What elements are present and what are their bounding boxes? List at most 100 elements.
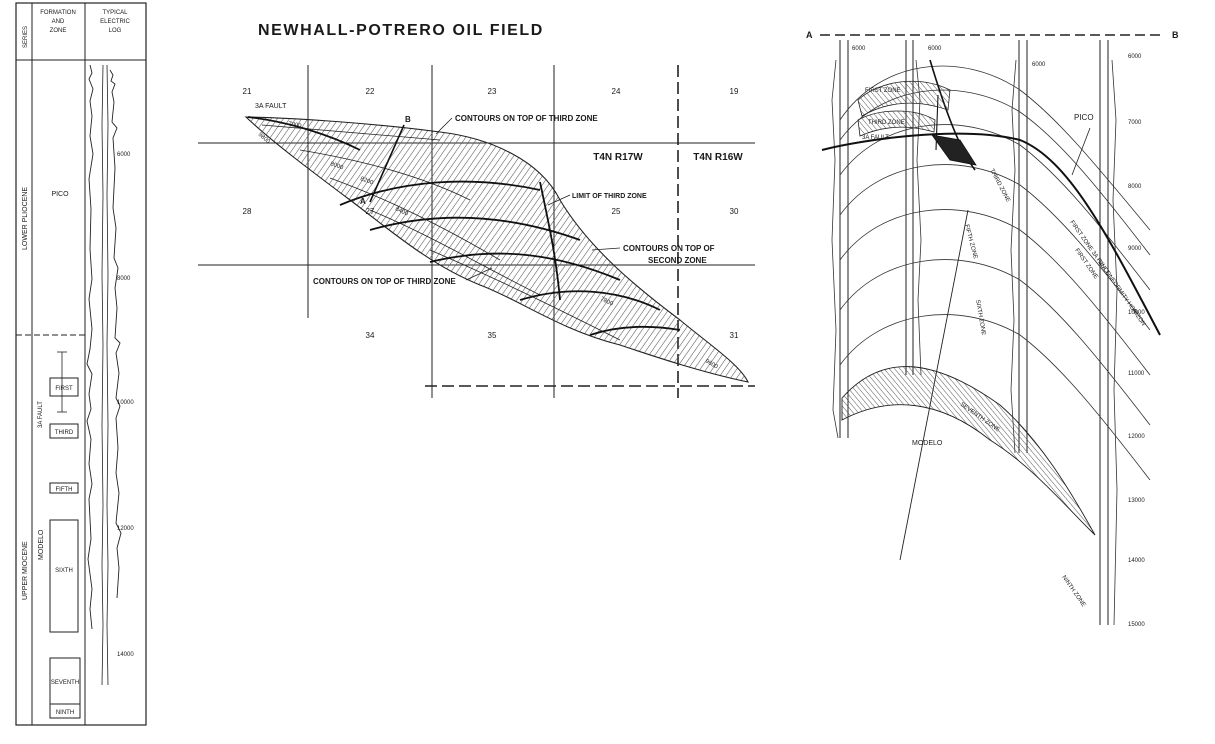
- oil-field-area: [244, 116, 749, 383]
- zone-ninth: NINTH: [56, 710, 74, 716]
- section-end-b: B: [1172, 30, 1179, 40]
- zone-fault: 3A FAULT: [38, 401, 44, 428]
- section-depth-label: 7000: [1128, 120, 1142, 126]
- contour-value: 7800: [599, 296, 614, 307]
- contour-value: 8200: [359, 176, 374, 186]
- contour-line: [261, 124, 441, 141]
- fault-trace: [519, 290, 661, 311]
- section-number: 24: [612, 87, 621, 96]
- section-number: 31: [730, 331, 739, 340]
- map-fault-label: 3A FAULT: [255, 103, 287, 110]
- section-number: 30: [730, 207, 739, 216]
- contour-value: 8000: [329, 161, 344, 171]
- column-depth-label: 10000: [117, 400, 134, 406]
- section-depth-label: 13000: [1128, 498, 1145, 504]
- electric-log-bore: [101, 64, 104, 686]
- fault-trace: [369, 216, 581, 241]
- header-log: ELECTRIC: [100, 19, 130, 25]
- well-log-trace: [831, 59, 839, 439]
- column-frame: [15, 2, 147, 726]
- contour-line: [369, 209, 541, 296]
- well-log-trace: [1010, 59, 1017, 454]
- electric-log-bore: [106, 64, 109, 686]
- header-log: LOG: [109, 28, 122, 34]
- fault-3a-trace: [247, 116, 361, 151]
- contour-line: [429, 249, 621, 341]
- modelo-leader: [899, 209, 969, 561]
- header-formation: FORMATION: [40, 10, 76, 16]
- column-depth-label: 12000: [117, 526, 134, 532]
- zone-label-fifth: FIFTH ZONE: [963, 224, 978, 260]
- section-formation-pico: PICO: [1074, 113, 1094, 122]
- label-limit-third: LIMIT OF THIRD ZONE: [572, 193, 647, 200]
- leader-line: [591, 247, 621, 251]
- contour-line: [329, 177, 501, 261]
- zone-label-third: THIRD ZONE: [988, 168, 1011, 203]
- section-number: 25: [612, 207, 621, 216]
- leader-line: [465, 267, 493, 281]
- zone-sixth: SIXTH: [55, 568, 73, 574]
- section-number: 21: [243, 87, 252, 96]
- series-upper-miocene: UPPER MIOCENE: [22, 541, 29, 600]
- leader-line: [547, 194, 571, 206]
- unconformity-horizon: [821, 132, 1161, 336]
- page-title: NEWHALL-POTRERO OIL FIELD: [258, 22, 544, 39]
- seventh-zone-body: [841, 366, 1096, 536]
- first-zone-body: [857, 80, 951, 117]
- fault-trace: [589, 325, 681, 336]
- leader-line: [1071, 127, 1091, 176]
- well-depth-label: 6000: [1032, 62, 1046, 68]
- column-depth-label: 6000: [117, 152, 131, 158]
- header-series: SERIES: [23, 26, 29, 48]
- contour-line: [299, 149, 471, 201]
- zone-seventh: SEVENTH: [51, 680, 79, 686]
- section-depth-label: 6000: [1128, 54, 1142, 60]
- zone-first: FIRST: [55, 386, 73, 392]
- fault-wedge: [931, 134, 977, 166]
- well-log-trace: [1111, 59, 1118, 626]
- section-number: 34: [366, 331, 375, 340]
- label-contours-second-1: CONTOURS ON TOP OF: [623, 244, 715, 253]
- leader-line: [435, 117, 453, 135]
- section-depth-label: 15000: [1128, 622, 1145, 628]
- section-depth-label: 11000: [1128, 371, 1145, 377]
- header-formation: ZONE: [50, 28, 67, 34]
- well-depth-label: 6000: [852, 46, 866, 52]
- header-formation: AND: [52, 19, 65, 25]
- formation-modelo: MODELO: [38, 529, 45, 560]
- column-depth-label: 8000: [117, 276, 131, 282]
- township-east: T4N R16W: [693, 152, 743, 163]
- zone-box-fifth: [49, 482, 79, 494]
- limit-third-zone-line: [539, 181, 561, 301]
- zone-box-third: [49, 423, 79, 439]
- zone-box-first: [49, 377, 79, 397]
- zone-fifth: FIFTH: [56, 487, 73, 493]
- township-west: T4N R17W: [593, 152, 643, 163]
- third-zone-body: [857, 110, 936, 137]
- electric-log-resistivity: [109, 69, 122, 599]
- section-depth-label: 9000: [1128, 246, 1142, 252]
- series-lower-pliocene: LOWER PLIOCENE: [22, 187, 29, 250]
- section-end-a: A: [806, 30, 813, 40]
- structure-map: 21 22 23 24 19 28 27 25 30 34 35 31 T4N …: [198, 65, 755, 398]
- fault-trace: [429, 252, 621, 281]
- section-depth-label: 12000: [1128, 434, 1145, 440]
- label-contours-third-top: CONTOURS ON TOP OF THIRD ZONE: [455, 114, 598, 123]
- zone-label-third-crest: THIRD ZONE: [868, 120, 905, 126]
- fault-trace: [339, 180, 541, 206]
- zone-box-sixth: [49, 519, 79, 633]
- stratigraphic-column: SERIES FORMATION AND ZONE TYPICAL ELECTR…: [15, 2, 147, 726]
- contour-value: 8400: [394, 206, 409, 217]
- zone-label-first: FIRST ZONE: [865, 88, 901, 94]
- well-bores: [831, 40, 1118, 626]
- label-contours-second-2: SECOND ZONE: [648, 256, 707, 265]
- zone-label-ninth: NINTH ZONE: [1060, 575, 1086, 608]
- section-formation-modelo: MODELO: [912, 440, 943, 447]
- section-depth-label: 10000: [1128, 310, 1145, 316]
- section-line-ab: [369, 124, 405, 203]
- section-number: 22: [366, 87, 375, 96]
- section-number: 35: [488, 331, 497, 340]
- well-depth-label: 6000: [928, 46, 942, 52]
- formation-pico: PICO: [51, 191, 69, 198]
